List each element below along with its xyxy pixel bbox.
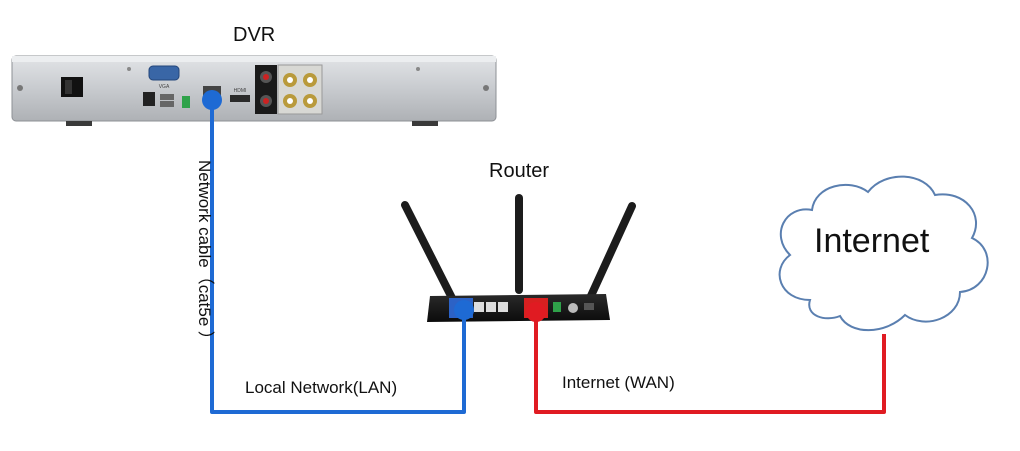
router-device — [401, 194, 636, 322]
dvr-lan-connector — [202, 90, 222, 110]
router-title: Router — [489, 160, 550, 182]
lan-cable — [202, 90, 474, 414]
lan-label: Local Network(LAN) — [245, 378, 398, 397]
vga-label: VGA — [159, 84, 170, 90]
bnc-connector-icon — [283, 73, 317, 108]
router-wan-connector — [526, 302, 546, 322]
dvr-title: DVR — [233, 24, 276, 46]
vga-port: VGA — [148, 65, 180, 90]
power-switch-icon — [61, 77, 83, 97]
router-lan-connector — [454, 300, 474, 320]
network-cable-label: Network cable（cat5e ） — [195, 160, 214, 349]
hdmi-label: HDMI — [234, 88, 247, 94]
wan-cable — [526, 302, 886, 414]
hdmi-port: HDMI — [230, 88, 250, 102]
wan-label: Internet (WAN) — [562, 373, 675, 392]
internet-cloud-label: Internet — [814, 222, 930, 260]
cloud-icon — [778, 175, 989, 332]
dvr-device: VGA HDMI — [11, 55, 497, 126]
antenna-icon — [401, 194, 636, 302]
